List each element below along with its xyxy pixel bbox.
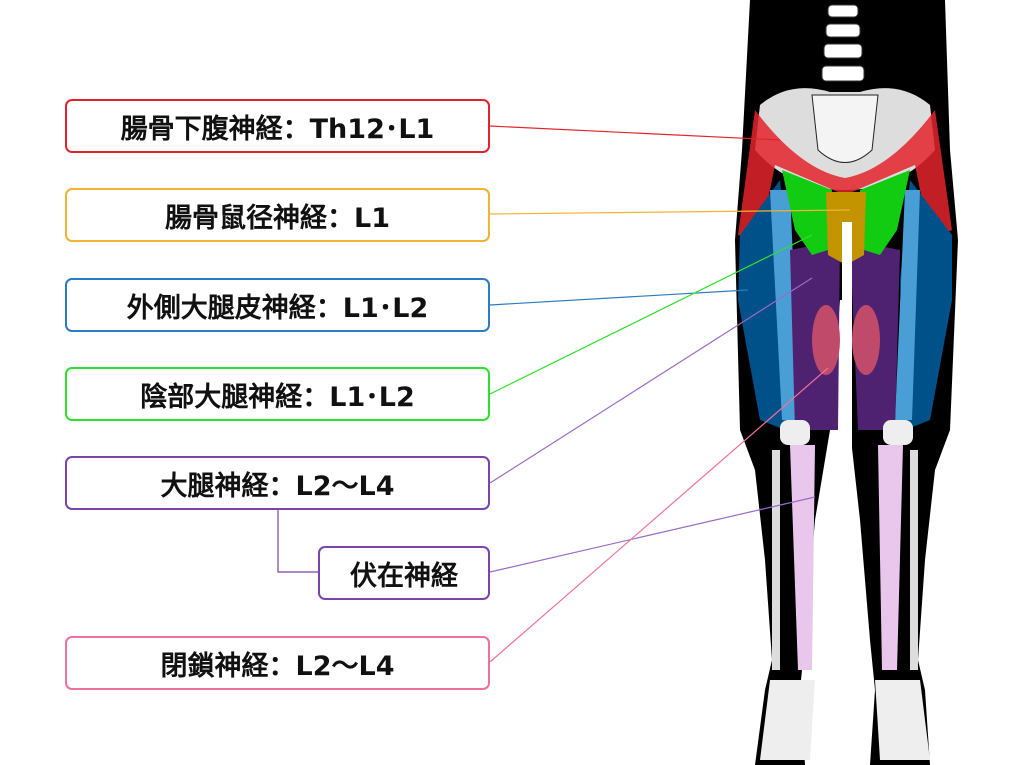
label-ilioinguinal-nerve: 腸骨鼠径神経：L1 [65,188,490,242]
leader-lines [277,125,851,663]
label-genitofemoral-nerve: 陰部大腿神経：L1･L2 [65,367,490,421]
obturator-region-left [812,305,840,375]
femur-left [770,190,800,420]
label-lateral-femoral-cutaneous-nerve: 外側大腿皮神経：L1･L2 [65,278,490,332]
label-saphenous-nerve: 伏在神経 [318,546,490,600]
femur-right [895,190,920,420]
genitofemoral-region [782,170,910,255]
sacrum-bone [811,94,879,163]
label-femoral-nerve: 大腿神経：L2～L4 [65,456,490,510]
spine [821,4,865,82]
femoral-region [790,240,900,430]
label-iliohypogastric-nerve: 腸骨下腹神経：Th12･L1 [65,99,490,153]
lower-leg-bones [760,420,930,760]
label-obturator-nerve: 閉鎖神経：L2～L4 [65,636,490,690]
gap [842,222,852,452]
obturator-region-right [852,305,880,375]
